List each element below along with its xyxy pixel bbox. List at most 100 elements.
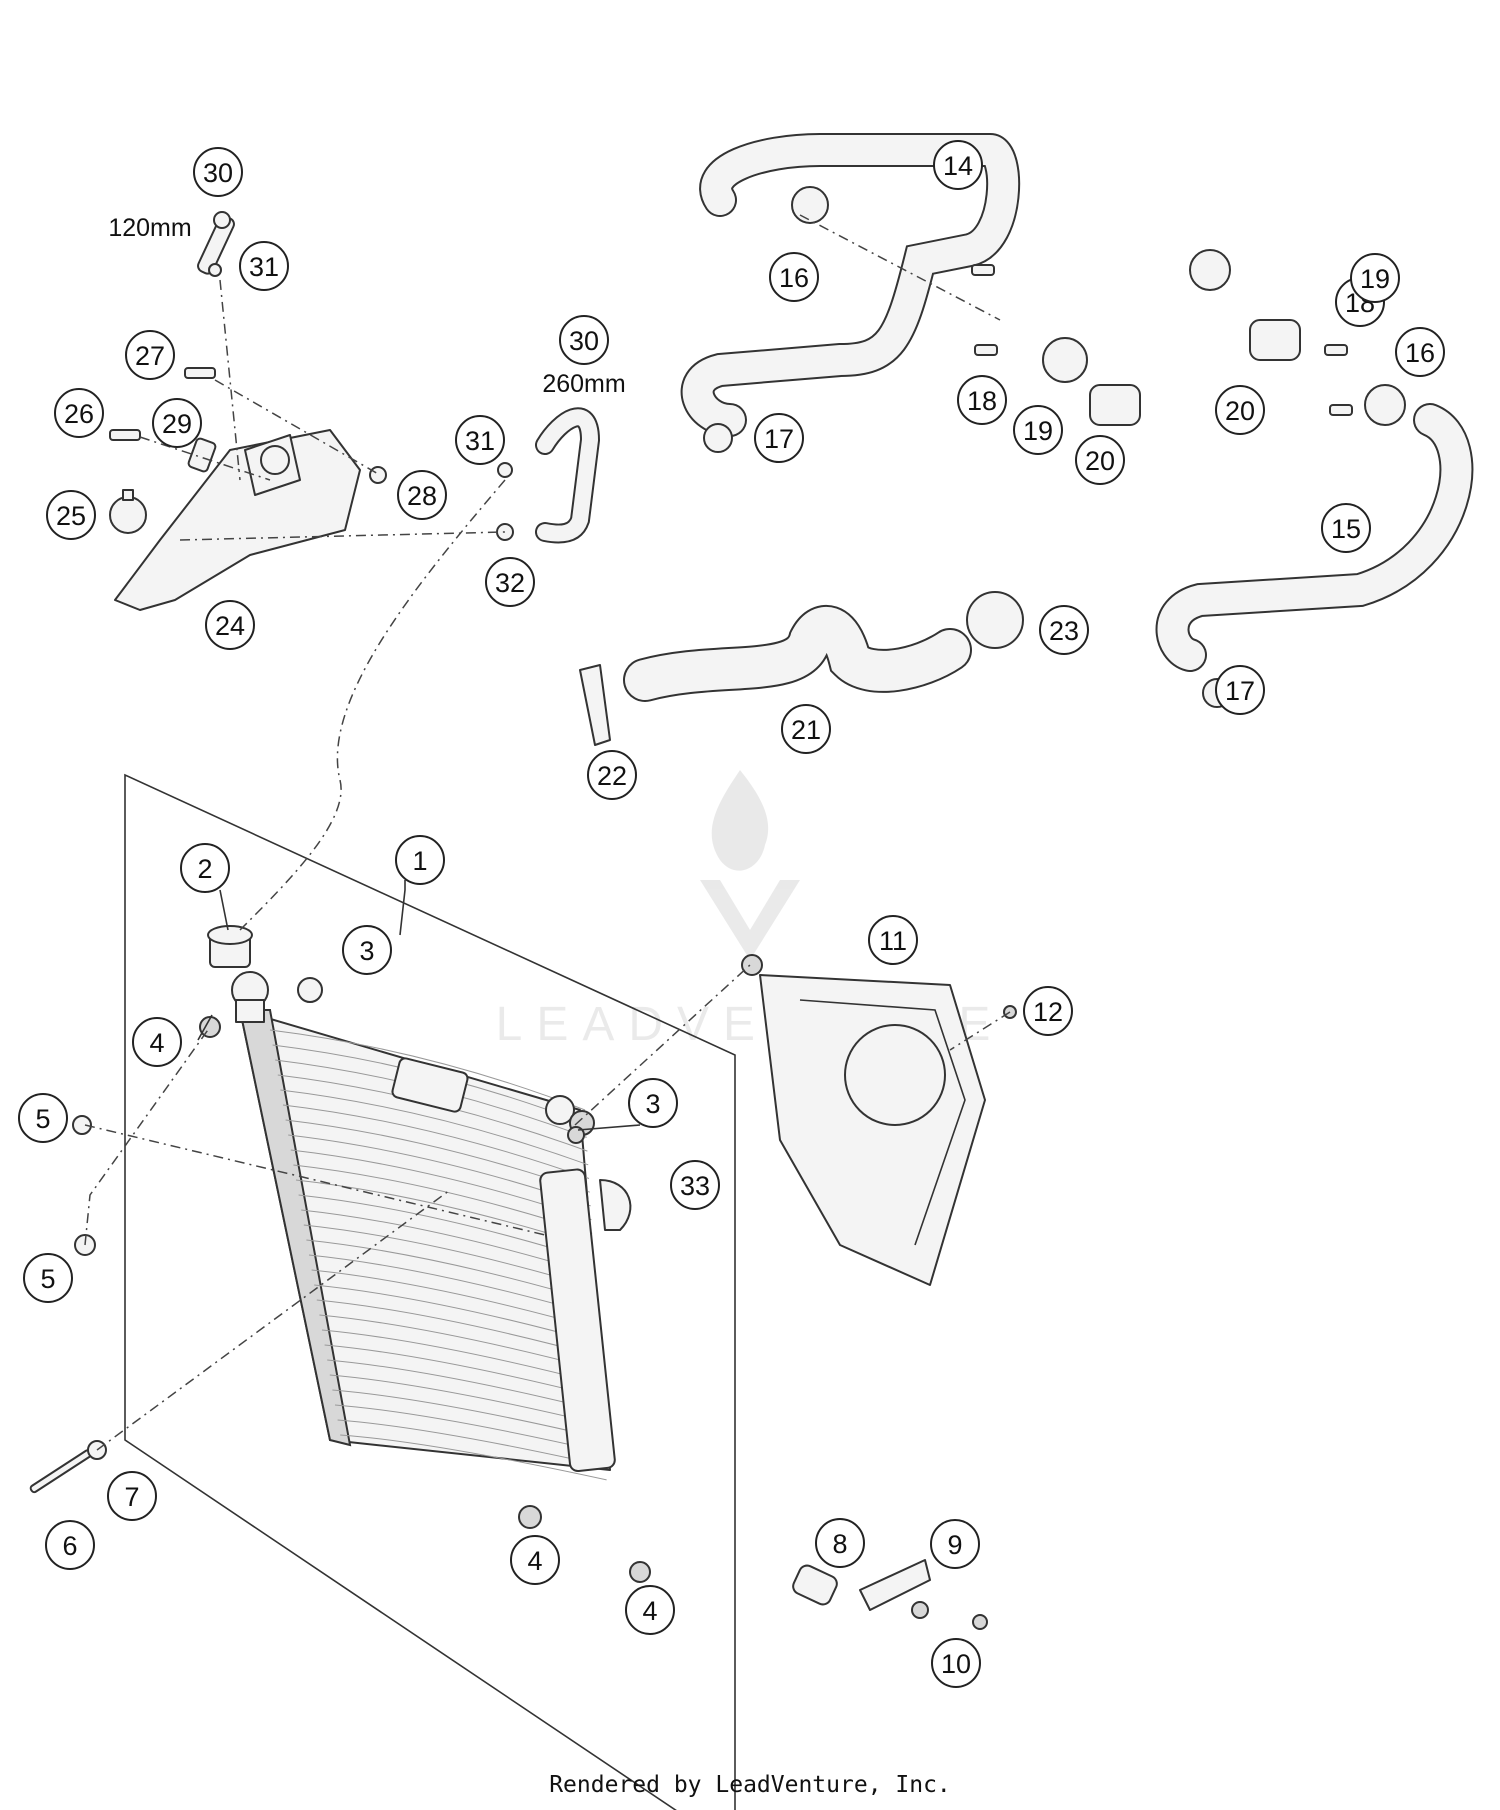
callout-17: 17 (1215, 665, 1265, 715)
callout-23: 23 (1039, 605, 1089, 655)
callout-3: 3 (628, 1078, 678, 1128)
callout-number: 3 (645, 1089, 660, 1119)
callout-number: 20 (1225, 396, 1255, 426)
callout-number: 12 (1033, 997, 1063, 1027)
callout-15: 15 (1321, 503, 1371, 553)
callout-number: 16 (1405, 338, 1435, 368)
radiator-fin (282, 1104, 590, 1179)
callout-number: 31 (465, 426, 495, 456)
callout-circle (1039, 605, 1089, 655)
callout-circle (754, 413, 804, 463)
callout-circle (125, 330, 175, 380)
radiator-assembly (231, 971, 632, 1481)
callout-number: 7 (124, 1482, 139, 1512)
callout-circle (54, 388, 104, 438)
callout-number: 30 (569, 326, 599, 356)
callout-6: 6 (45, 1520, 95, 1570)
callout-circle (455, 415, 505, 465)
callout-number: 15 (1331, 514, 1361, 544)
callout-4: 4 (132, 1017, 182, 1067)
callout-circle (1013, 405, 1063, 455)
callout-17: 17 (754, 413, 804, 463)
callout-5: 5 (23, 1253, 73, 1303)
radiator-cap-icon (207, 925, 253, 968)
radiator-fin (280, 1089, 589, 1166)
callout-4: 4 (510, 1535, 560, 1585)
callout-circle (152, 398, 202, 448)
callout-circle (670, 1160, 720, 1210)
hose-14 (680, 133, 1021, 437)
radiator-fin (321, 1329, 602, 1385)
callout-circle (239, 241, 289, 291)
radiator-fin (319, 1314, 601, 1371)
callout-circle (18, 1093, 68, 1143)
callout-19: 19 (1013, 405, 1063, 455)
callout-number: 25 (56, 501, 86, 531)
dimension-label-260mm: 260mm (542, 370, 625, 398)
callout-number: 17 (764, 424, 794, 454)
callout-circle (132, 1017, 182, 1067)
callout-2: 2 (180, 843, 230, 893)
callout-circle (46, 490, 96, 540)
callout-circle (1395, 327, 1445, 377)
callout-number: 31 (249, 252, 279, 282)
callout-18: 18 (957, 375, 1007, 425)
callout-9: 9 (930, 1519, 980, 1569)
callout-number: 26 (64, 399, 94, 429)
callout-circle (931, 1638, 981, 1688)
callout-circle (781, 704, 831, 754)
callout-16: 16 (769, 252, 819, 302)
callout-number: 29 (162, 409, 192, 439)
dimension-label-120mm: 120mm (108, 214, 191, 242)
callout-16: 16 (1395, 327, 1445, 377)
callout-number: 17 (1225, 676, 1255, 706)
callout-10: 10 (931, 1638, 981, 1688)
callout-circle (23, 1253, 73, 1303)
tank-cap-icon (109, 489, 147, 534)
callout-25: 25 (46, 490, 96, 540)
callout-20: 20 (1215, 385, 1265, 435)
callout-number: 27 (135, 341, 165, 371)
callout-circle (957, 375, 1007, 425)
callout-number: 8 (832, 1529, 847, 1559)
callout-20: 20 (1075, 435, 1125, 485)
callout-circle (628, 1078, 678, 1128)
callout-4: 4 (625, 1585, 675, 1635)
callout-circle (397, 470, 447, 520)
callout-circle (395, 835, 445, 885)
thermostat-parts (703, 186, 1406, 708)
callout-30: 30 (559, 315, 609, 365)
callout-number: 1 (412, 846, 427, 876)
callout-number: 20 (1085, 446, 1115, 476)
radiator-fin (332, 1389, 605, 1440)
hose-21 (623, 605, 972, 702)
callout-8: 8 (815, 1518, 865, 1568)
hose-15 (1155, 403, 1474, 672)
callout-number: 19 (1023, 416, 1053, 446)
callout-circle (559, 315, 609, 365)
radiator-fin (269, 1029, 586, 1111)
callout-circle (1215, 385, 1265, 435)
callout-number: 24 (215, 611, 245, 641)
callout-31: 31 (239, 241, 289, 291)
callout-number: 4 (642, 1596, 657, 1626)
callout-circle (769, 252, 819, 302)
callout-5: 5 (18, 1093, 68, 1143)
expansion-tank-icon (114, 429, 361, 611)
callout-circle (107, 1471, 157, 1521)
callout-number: 3 (359, 936, 374, 966)
callout-28: 28 (397, 470, 447, 520)
radiator-fin (337, 1419, 606, 1467)
callout-circle (485, 557, 535, 607)
callout-14: 14 (933, 140, 983, 190)
callout-number: 16 (779, 263, 809, 293)
callout-circle (930, 1519, 980, 1569)
callout-circle (1075, 435, 1125, 485)
callout-number: 5 (40, 1264, 55, 1294)
callout-number: 6 (62, 1531, 77, 1561)
callout-circle (1350, 253, 1400, 303)
callout-number: 9 (947, 1530, 962, 1560)
callout-number: 21 (791, 715, 821, 745)
callout-7: 7 (107, 1471, 157, 1521)
